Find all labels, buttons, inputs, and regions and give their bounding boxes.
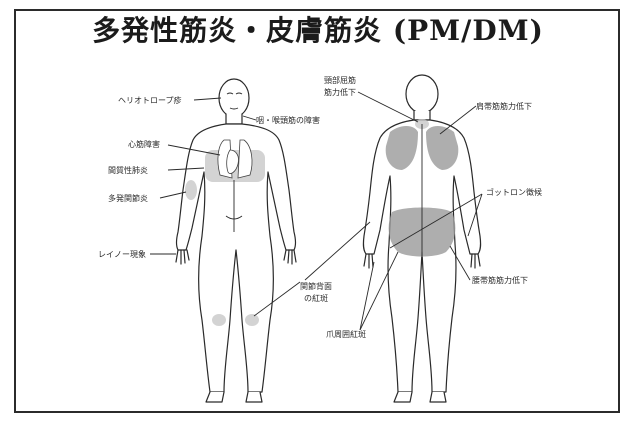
label-shoulder-girdle: 肩帯筋筋力低下 <box>476 102 532 112</box>
label-gottron-sign: ゴットロン徴候 <box>486 188 542 198</box>
label-raynaud: レイノー現象 <box>98 250 146 260</box>
label-pharynx-larynx: 咽・喉頭筋の障害 <box>256 116 320 126</box>
label-myocardial: 心筋障害 <box>128 140 160 150</box>
label-interstitial-pneumonia: 間質性肺炎 <box>108 166 148 176</box>
label-neck-flexor-2: 筋力低下 <box>324 88 356 98</box>
label-pelvic-girdle: 腰帯筋筋力低下 <box>472 276 528 286</box>
label-joint-back: 関節背面 <box>300 282 332 292</box>
label-polyarthritis: 多発関節炎 <box>108 194 148 204</box>
front-body-figure <box>176 79 296 402</box>
label-erythema: の紅斑 <box>304 294 328 304</box>
label-heliotrope-rash: ヘリオトロープ疹 <box>118 96 182 106</box>
label-neck-flexor-1: 頸部屈筋 <box>324 76 356 86</box>
label-periungual-erythema: 爪周囲紅斑 <box>326 330 366 340</box>
back-body-figure <box>363 75 480 402</box>
